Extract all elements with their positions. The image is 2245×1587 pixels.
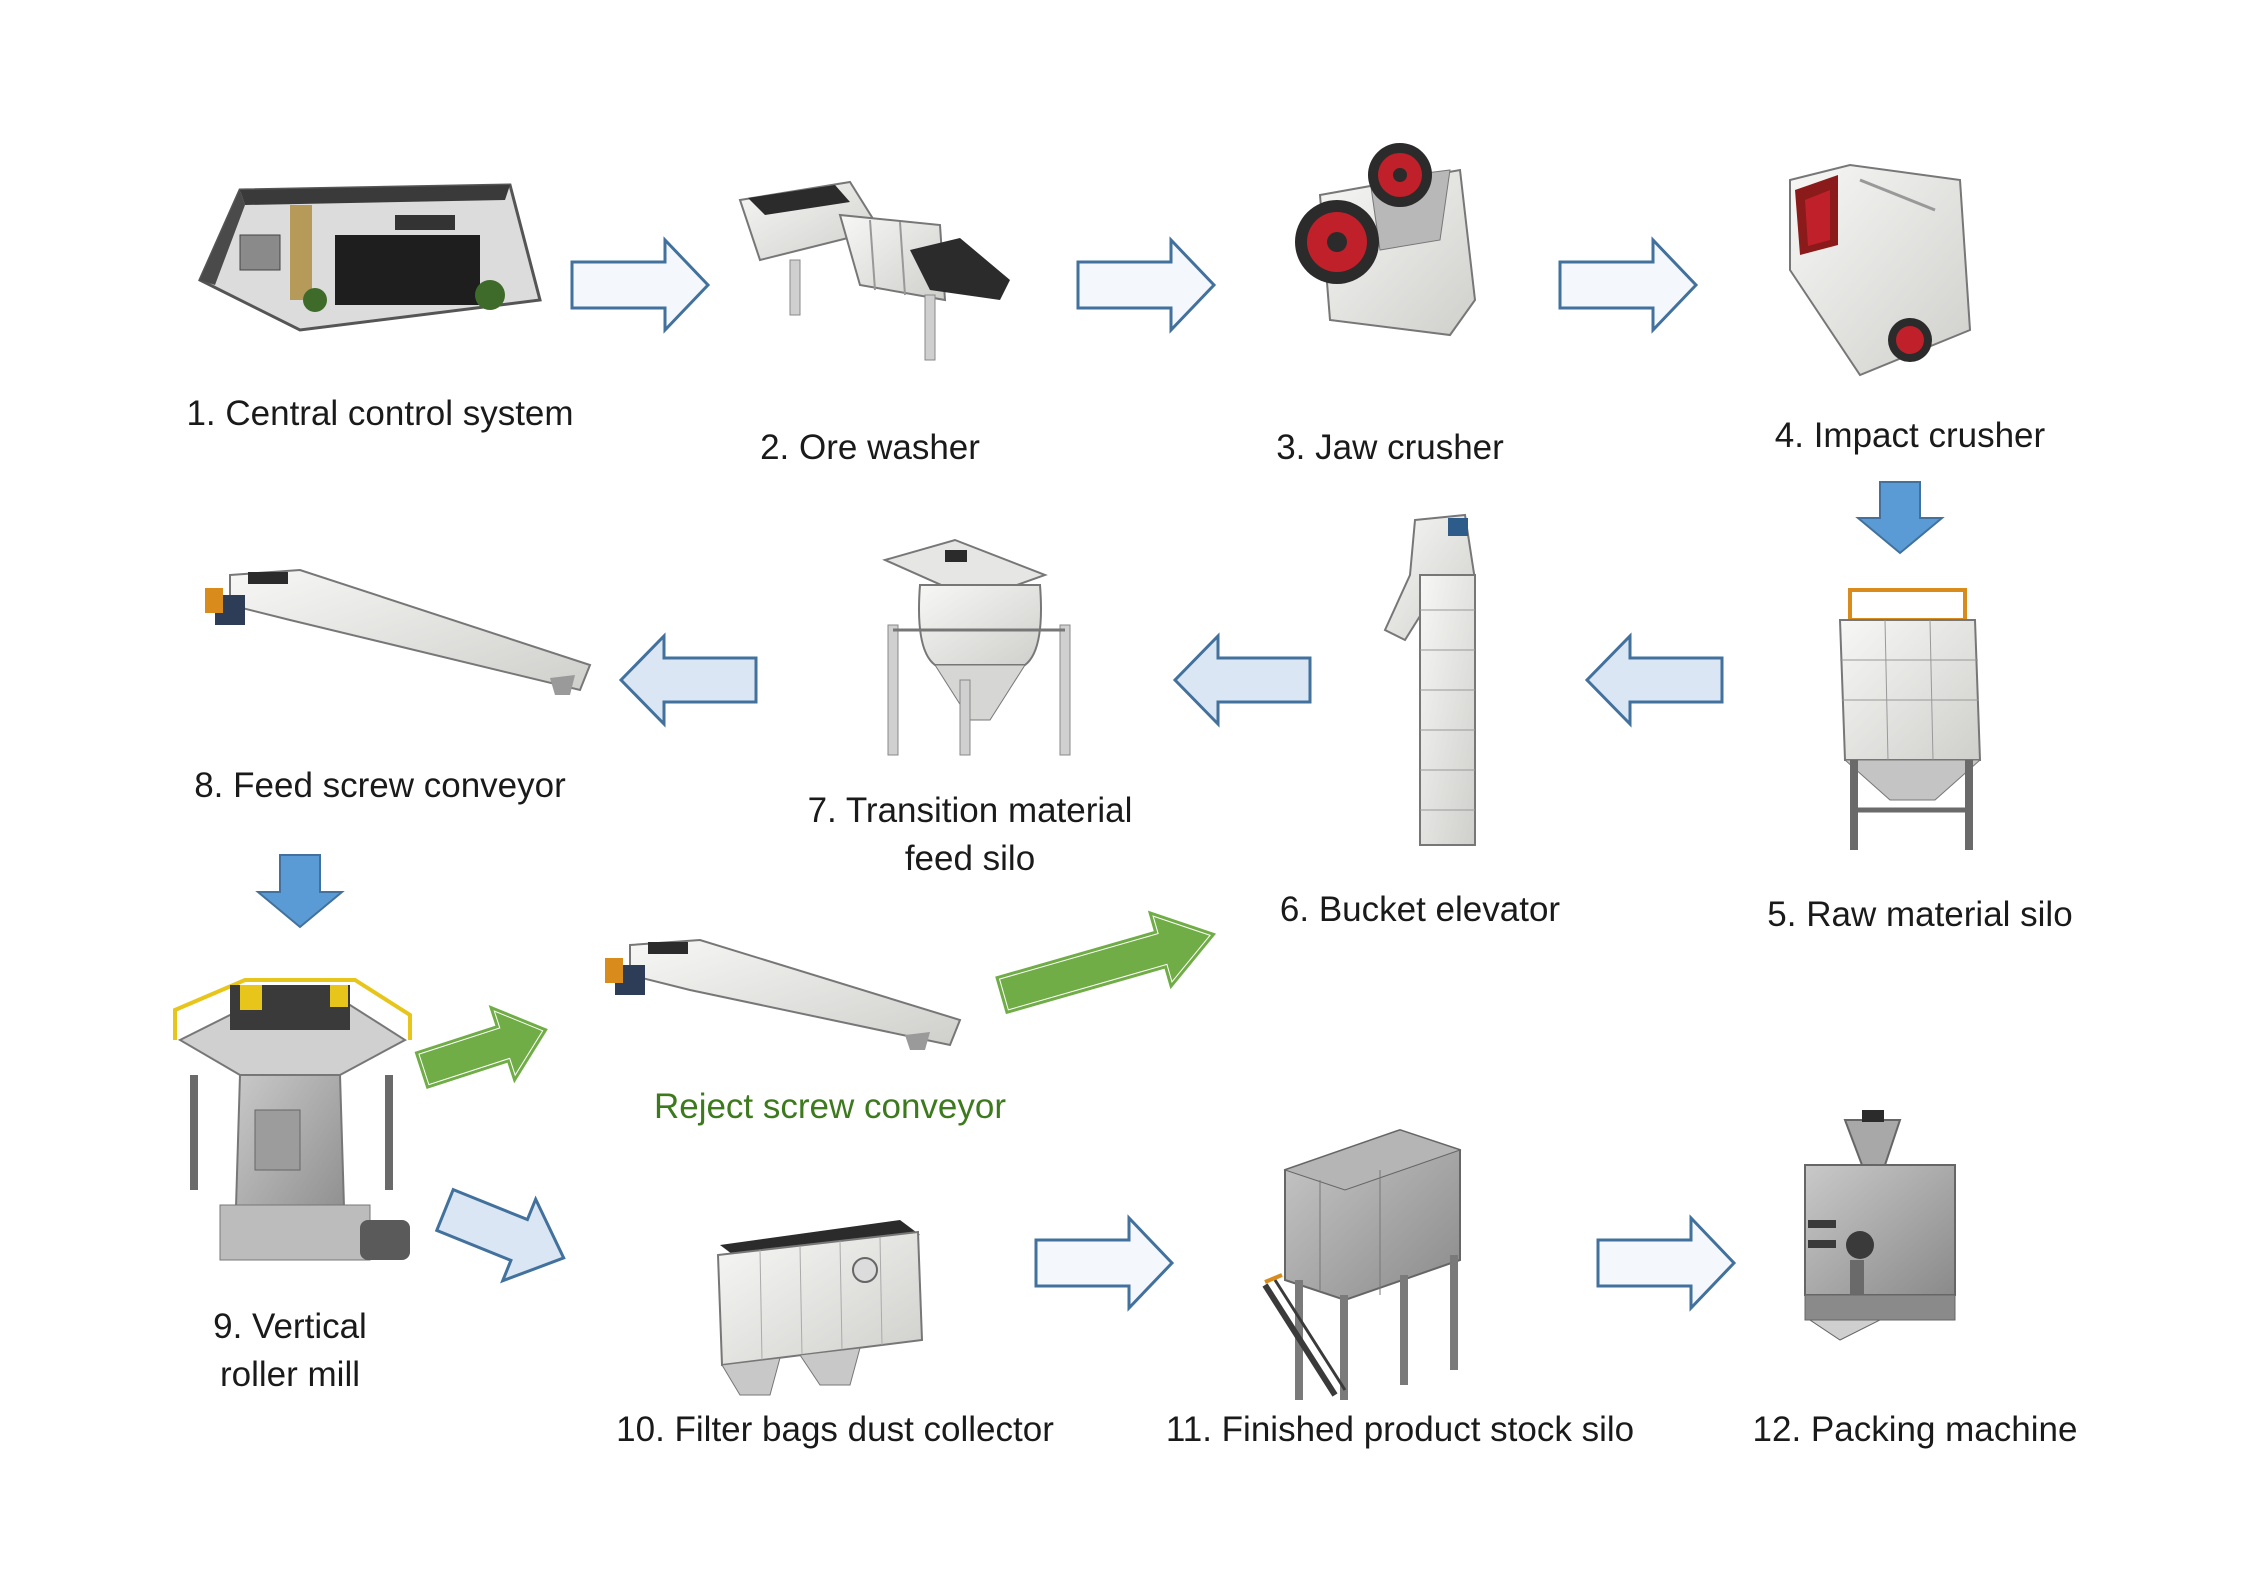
vertical-roller-mill-icon bbox=[173, 978, 412, 1261]
packing-machine-icon bbox=[1804, 1110, 1956, 1341]
bucket-elevator-icon bbox=[1383, 513, 1477, 846]
step-12-label: 12. Packing machine bbox=[1752, 1410, 2078, 1449]
arrow-8-to-9-icon bbox=[255, 854, 345, 929]
step-9-label: 9. Vertical roller mill bbox=[140, 1303, 440, 1399]
step-4-label: 4. Impact crusher bbox=[1774, 416, 2046, 455]
step-7-label-line-2: feed silo bbox=[904, 839, 1036, 878]
feed-screw-conveyor-icon bbox=[205, 568, 592, 695]
raw-material-silo-icon bbox=[1838, 588, 1982, 850]
arrow-reject-to-6-icon bbox=[993, 909, 1218, 1016]
step-8-label: 8. Feed screw conveyor bbox=[194, 766, 566, 805]
central-control-room-icon bbox=[198, 183, 542, 332]
arrow-1-to-2-icon bbox=[570, 236, 711, 334]
arrow-10-to-11-icon bbox=[1034, 1214, 1175, 1312]
jaw-crusher-icon bbox=[1295, 143, 1477, 337]
filter-bag-dust-collector-icon bbox=[716, 1220, 924, 1396]
step-7-label: 7. Transition material feed silo bbox=[770, 787, 1170, 883]
reject-screw-conveyor-label: Reject screw conveyor bbox=[653, 1087, 1007, 1126]
step-9-label-line-1: 9. Vertical bbox=[213, 1307, 367, 1346]
arrow-2-to-3-icon bbox=[1076, 236, 1217, 334]
impact-crusher-icon bbox=[1789, 163, 1972, 377]
transition-feed-silo-icon bbox=[882, 538, 1071, 756]
step-1-label: 1. Central control system bbox=[186, 394, 574, 433]
finished-product-silo-icon bbox=[1262, 1128, 1462, 1400]
arrow-11-to-12-icon bbox=[1596, 1214, 1737, 1312]
step-9-label-line-2: roller mill bbox=[220, 1355, 360, 1394]
step-6-label: 6. Bucket elevator bbox=[1279, 890, 1561, 929]
step-7-label-line-1: 7. Transition material bbox=[807, 791, 1133, 830]
arrow-5-to-6-icon bbox=[1584, 632, 1724, 728]
step-5-label: 5. Raw material silo bbox=[1767, 895, 2073, 934]
step-2-label: 2. Ore washer bbox=[760, 428, 980, 467]
arrow-9-to-10-icon bbox=[434, 1187, 566, 1284]
arrow-7-to-8-icon bbox=[618, 632, 758, 728]
ore-washer-icon bbox=[738, 180, 1010, 361]
step-11-label: 11. Finished product stock silo bbox=[1165, 1410, 1635, 1449]
reject-screw-conveyor-icon bbox=[605, 938, 962, 1050]
arrow-9-to-reject-icon bbox=[413, 1003, 550, 1091]
step-10-label: 10. Filter bags dust collector bbox=[616, 1410, 1054, 1449]
step-3-label: 3. Jaw crusher bbox=[1276, 428, 1504, 467]
arrow-6-to-7-icon bbox=[1172, 632, 1312, 728]
arrow-3-to-4-icon bbox=[1558, 236, 1699, 334]
arrow-4-to-5-icon bbox=[1855, 481, 1945, 555]
